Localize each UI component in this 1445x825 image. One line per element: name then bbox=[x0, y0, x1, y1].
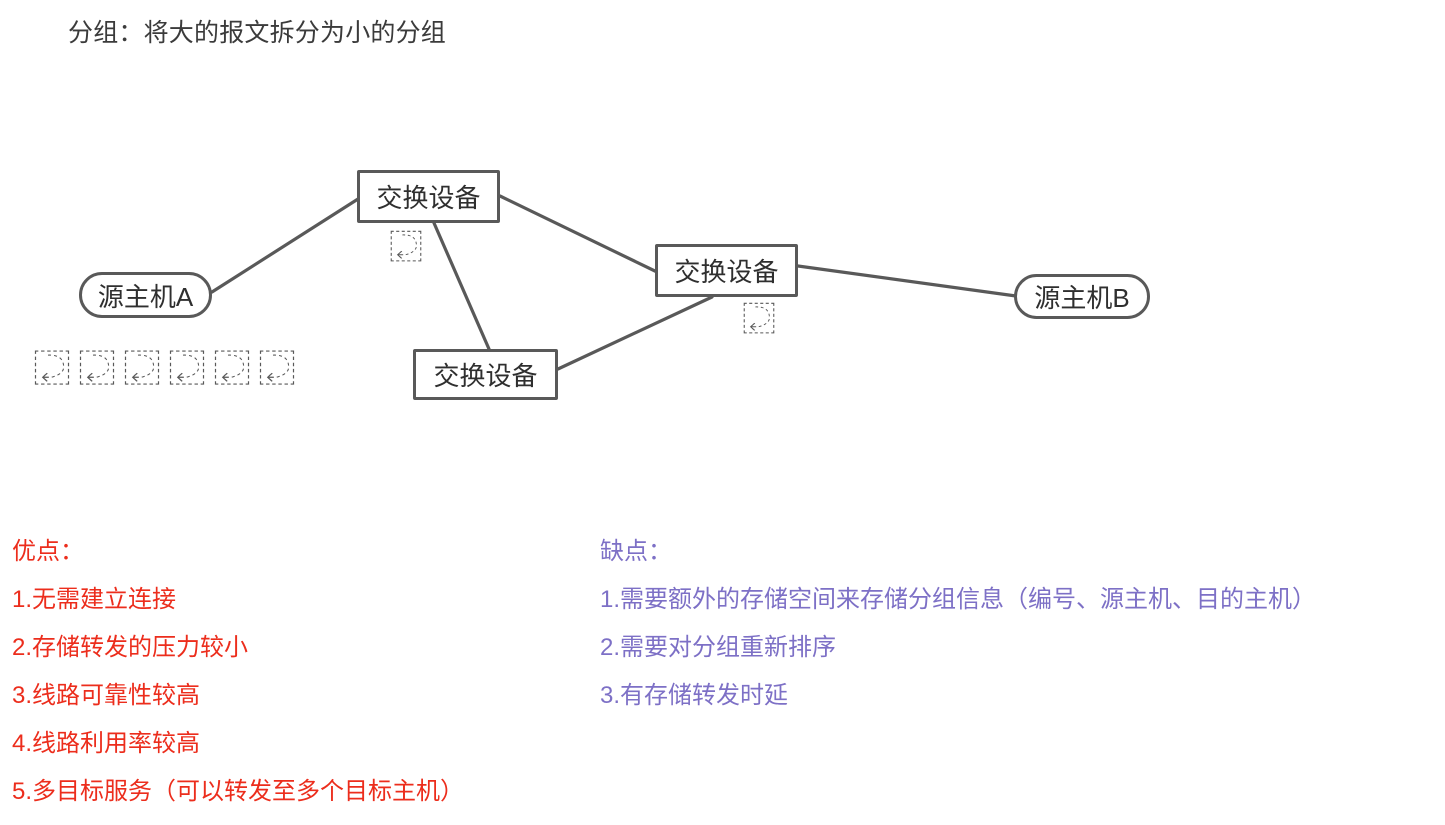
node-host-a[interactable]: 源主机A bbox=[79, 272, 212, 318]
node-host-b-label: 源主机B bbox=[1034, 283, 1130, 313]
edge-host-a-switch-1 bbox=[210, 197, 360, 294]
pros-section: 优点： 1.无需建立连接 2.存储转发的压力较小 3.线路可靠性较高 4.线路利… bbox=[12, 528, 572, 816]
cons-item-3: 3.有存储转发时延 bbox=[600, 682, 789, 709]
pros-item-1: 1.无需建立连接 bbox=[12, 586, 177, 613]
node-switch-3[interactable]: 交换设备 bbox=[413, 349, 558, 400]
packet-icon-switch-1: ⿿ bbox=[389, 228, 429, 268]
pros-item-3: 3.线路可靠性较高 bbox=[12, 682, 201, 709]
cons-section: 缺点： 1.需要额外的存储空间来存储分组信息（编号、源主机、目的主机） 2.需要… bbox=[600, 528, 1440, 720]
edge-switch-2-host-b bbox=[796, 264, 1018, 298]
page-title: 分组：将大的报文拆分为小的分组 bbox=[68, 19, 447, 47]
pros-item-4: 4.线路利用率较高 bbox=[12, 730, 201, 757]
node-host-b[interactable]: 源主机B bbox=[1014, 274, 1150, 319]
cons-item-1: 1.需要额外的存储空间来存储分组信息（编号、源主机、目的主机） bbox=[600, 586, 1317, 613]
node-switch-1[interactable]: 交换设备 bbox=[357, 170, 500, 223]
node-switch-3-label: 交换设备 bbox=[433, 361, 538, 391]
cons-item-2: 2.需要对分组重新排序 bbox=[600, 634, 837, 661]
edge-switch-1-switch-2 bbox=[498, 194, 659, 274]
node-switch-1-label: 交换设备 bbox=[376, 183, 481, 213]
node-host-a-label: 源主机A bbox=[97, 281, 194, 312]
packet-group-icon-host-a: ⿿⿿⿿⿿⿿⿿ bbox=[33, 347, 304, 391]
edge-switch-3-switch-2 bbox=[556, 295, 714, 371]
pros-heading: 优点： bbox=[12, 538, 84, 565]
node-switch-2-label: 交换设备 bbox=[674, 257, 779, 287]
packet-icon-switch-2: ⿿ bbox=[742, 300, 782, 340]
node-switch-2[interactable]: 交换设备 bbox=[655, 244, 798, 297]
pros-item-5: 5.多目标服务（可以转发至多个目标主机） bbox=[12, 778, 465, 805]
cons-heading: 缺点： bbox=[600, 538, 672, 565]
edge-switch-1-switch-3 bbox=[432, 221, 491, 351]
pros-item-2: 2.存储转发的压力较小 bbox=[12, 634, 249, 661]
